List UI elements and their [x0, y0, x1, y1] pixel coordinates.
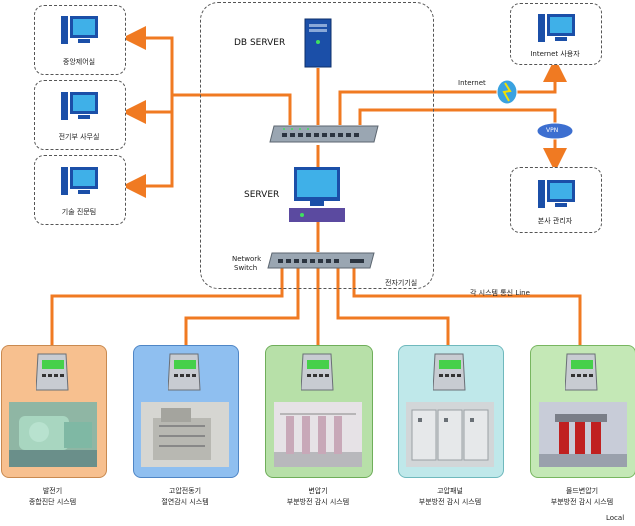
hv-motor-photo [141, 402, 229, 467]
monitor-device-icon [301, 353, 334, 391]
system-caption-line2: 종합진단 시스템 [28, 498, 77, 506]
transformer-photo [274, 402, 362, 467]
mold-transformer-photo [539, 402, 627, 467]
db-server-label: DB SERVER [234, 38, 286, 48]
system-caption-line1: 변압기 [308, 487, 328, 495]
server-icon [289, 167, 345, 222]
monitor-device-icon [433, 353, 466, 391]
pc-icon [61, 167, 98, 195]
pc-icon [61, 16, 98, 44]
internet-label: Internet [458, 79, 486, 87]
hq-manager-label: 본사 관리자 [537, 217, 573, 225]
network-switch-label-1: Network [232, 255, 262, 263]
system-caption-line1: 발전기 [42, 487, 63, 495]
pc-icon [538, 14, 575, 42]
vpn-label: VPN [546, 127, 559, 134]
monitor-device-icon [36, 353, 69, 391]
local-label: Local [606, 514, 625, 522]
generator-photo [9, 402, 97, 467]
hub-icon [269, 125, 379, 143]
monitor-device-icon [565, 353, 598, 391]
system-caption-line1: 고압패널 [437, 487, 463, 495]
server-label: SERVER [244, 190, 280, 200]
system-caption-line2: 절연감시 시스템 [161, 498, 209, 506]
system-caption-line1: 몰드변압기 [565, 487, 599, 495]
electronics-room-label: 전자기기실 [385, 279, 418, 287]
system-caption-line2: 부분방전 감시 시스템 [286, 498, 350, 506]
hv-panel-photo [406, 402, 494, 467]
system-caption-line2: 부분방전 감시 시스템 [418, 498, 482, 506]
system-caption-line2: 부분방전 감시 시스템 [550, 498, 614, 506]
db-server-icon [304, 18, 332, 68]
comm-line-label: 각 시스템 통신 Line [470, 289, 530, 297]
monitor-device-icon [168, 353, 201, 391]
tech-team-label: 기술 진문팀 [61, 208, 97, 216]
pc-icon [61, 92, 98, 120]
internet-user-label: Internet 사용자 [530, 50, 580, 58]
pc-icon [538, 180, 575, 208]
elec-office-label: 전기부 사무실 [58, 133, 100, 141]
system-caption-line1: 고압전동기 [168, 487, 202, 495]
electronics-room-frame [200, 2, 434, 289]
network-switch-icon [267, 252, 375, 269]
network-switch-label-2: Switch [234, 264, 258, 272]
control-room-label: 중앙제어실 [62, 58, 96, 66]
